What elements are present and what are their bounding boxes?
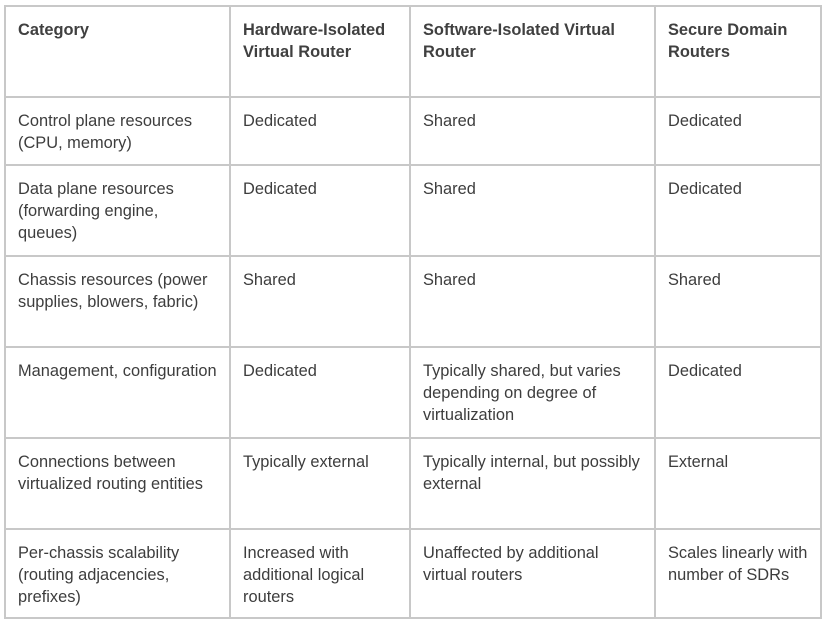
table-row: Per-chassis scalability (routing adjacen… <box>4 528 822 619</box>
cell-software-isolated: Shared <box>409 164 656 257</box>
comparison-table-frame: Category Hardware-Isolated Virtual Route… <box>4 5 822 619</box>
cell-category: Chassis resources (power supplies, blowe… <box>4 255 231 348</box>
cell-secure-domain-routers: Dedicated <box>654 96 822 166</box>
header-hardware-isolated: Hardware-Isolated Virtual Router <box>229 5 411 98</box>
cell-secure-domain-routers: External <box>654 437 822 530</box>
cell-category: Connections between virtualized routing … <box>4 437 231 530</box>
virtual-router-comparison-table: Category Hardware-Isolated Virtual Route… <box>4 5 822 619</box>
table-row: Connections between virtualized routing … <box>4 437 822 530</box>
cell-hardware-isolated: Typically external <box>229 437 411 530</box>
header-software-isolated: Software-Isolated Virtual Router <box>409 5 656 98</box>
cell-hardware-isolated: Shared <box>229 255 411 348</box>
cell-software-isolated: Shared <box>409 255 656 348</box>
cell-secure-domain-routers: Dedicated <box>654 346 822 439</box>
cell-secure-domain-routers: Dedicated <box>654 164 822 257</box>
cell-software-isolated: Shared <box>409 96 656 166</box>
cell-hardware-isolated: Increased with additional logical router… <box>229 528 411 619</box>
cell-category: Per-chassis scalability (routing adjacen… <box>4 528 231 619</box>
cell-hardware-isolated: Dedicated <box>229 96 411 166</box>
cell-category: Control plane resources (CPU, memory) <box>4 96 231 166</box>
cell-software-isolated: Unaffected by additional virtual routers <box>409 528 656 619</box>
table-row: Control plane resources (CPU, memory) De… <box>4 96 822 166</box>
table-row: Chassis resources (power supplies, blowe… <box>4 255 822 348</box>
table-row: Management, configuration Dedicated Typi… <box>4 346 822 439</box>
cell-category: Management, configuration <box>4 346 231 439</box>
cell-hardware-isolated: Dedicated <box>229 346 411 439</box>
cell-software-isolated: Typically shared, but varies depending o… <box>409 346 656 439</box>
cell-secure-domain-routers: Scales linearly with number of SDRs <box>654 528 822 619</box>
table-row: Data plane resources (forwarding engine,… <box>4 164 822 257</box>
header-secure-domain-routers: Secure Domain Routers <box>654 5 822 98</box>
header-category: Category <box>4 5 231 98</box>
cell-category: Data plane resources (forwarding engine,… <box>4 164 231 257</box>
cell-secure-domain-routers: Shared <box>654 255 822 348</box>
table-header-row: Category Hardware-Isolated Virtual Route… <box>4 5 822 98</box>
cell-software-isolated: Typically internal, but possibly externa… <box>409 437 656 530</box>
cell-hardware-isolated: Dedicated <box>229 164 411 257</box>
